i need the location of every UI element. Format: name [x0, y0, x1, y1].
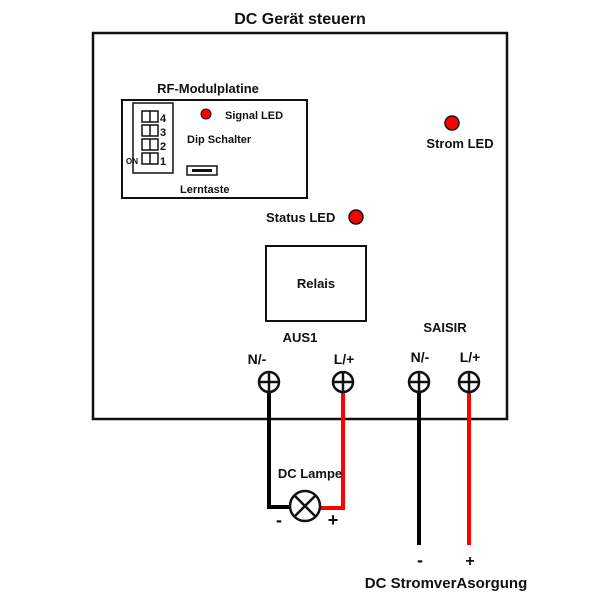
- learn-button-label: Lerntaste: [180, 184, 230, 196]
- dip-switch[interactable]: 4 3 2 1 ON: [126, 102, 174, 174]
- terminal-output-pos[interactable]: [331, 370, 355, 394]
- dip-switch-label: Dip Schalter: [187, 134, 252, 146]
- lamp-icon: [288, 489, 322, 523]
- input-label: SAISIR: [423, 320, 467, 335]
- status-led-icon: [348, 209, 364, 225]
- wire-lamp-neg: [267, 390, 292, 509]
- lamp-neg-label: -: [276, 510, 282, 530]
- lamp-pos-label: +: [328, 510, 339, 530]
- input-pos-label: L/+: [460, 349, 481, 365]
- power-led-label: Strom LED: [426, 136, 493, 151]
- signal-led-icon: [200, 108, 212, 120]
- dip-switch-3[interactable]: [141, 124, 159, 137]
- terminal-input-neg[interactable]: [407, 370, 431, 394]
- output-label: AUS1: [283, 330, 318, 345]
- output-neg-label: N/-: [248, 351, 267, 367]
- status-led-label: Status LED: [266, 210, 335, 225]
- rf-module-title: RF-Modulplatine: [157, 81, 259, 96]
- supply-neg-label: -: [417, 550, 423, 570]
- dip-switch-1[interactable]: [141, 152, 159, 165]
- power-led-icon: [444, 115, 460, 131]
- dip-number-4: 4: [160, 113, 167, 125]
- input-neg-label: N/-: [411, 349, 430, 365]
- relay-box: [265, 245, 367, 322]
- terminal-input-pos[interactable]: [457, 370, 481, 394]
- dip-number-2: 2: [160, 141, 166, 153]
- output-pos-label: L/+: [334, 351, 355, 367]
- relay-label: Relais: [297, 276, 335, 291]
- dip-switch-4[interactable]: [141, 110, 159, 123]
- wire-lamp-pos: [320, 390, 345, 510]
- supply-label: DC StromverAsorgung: [365, 575, 528, 592]
- signal-led-label: Signal LED: [225, 110, 283, 122]
- terminal-output-neg[interactable]: [257, 370, 281, 394]
- learn-button[interactable]: [186, 165, 218, 176]
- dip-on-label: ON: [126, 157, 138, 166]
- lamp-label: DC Lampe: [278, 466, 342, 481]
- supply-pos-label: +: [465, 553, 474, 570]
- dip-number-1: 1: [160, 156, 166, 168]
- diagram-title: DC Gerät steuern: [234, 11, 366, 28]
- device-box: [91, 31, 509, 421]
- dip-number-3: 3: [160, 127, 166, 139]
- dip-switch-2[interactable]: [141, 138, 159, 151]
